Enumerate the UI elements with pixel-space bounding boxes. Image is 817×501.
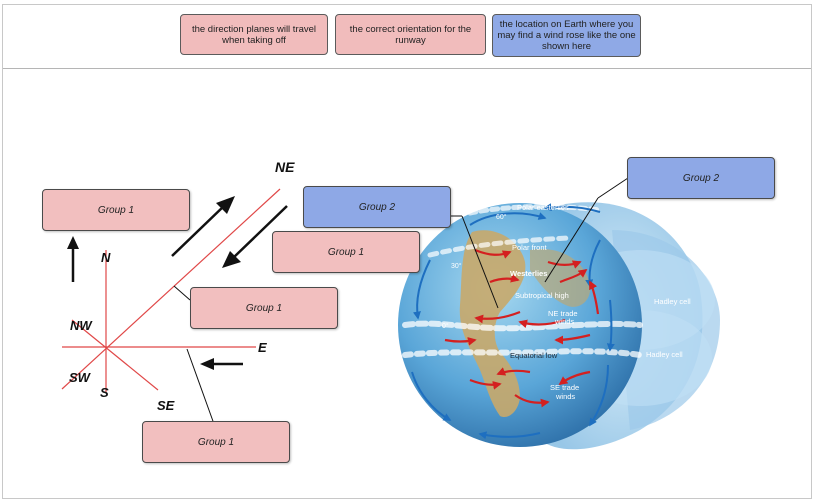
label-nw: NW	[70, 318, 93, 333]
label-n: N	[101, 250, 111, 265]
label-equatorial-low: Equatorial low	[510, 351, 558, 360]
dropzone-5[interactable]: Group 1	[142, 421, 290, 463]
label-se: SE	[157, 398, 175, 413]
label-ne: NE	[275, 159, 295, 175]
label-lat-0: 0°	[442, 322, 449, 330]
answer-bank: the direction planes will travel when ta…	[3, 5, 811, 69]
label-hadley-cell-1: Hadley cell	[654, 297, 691, 306]
globe-diagram: Polar easterlies 60° Polar front 30° Wes…	[398, 177, 720, 450]
label-westerlies: Westerlies	[510, 269, 547, 278]
nw-se-axis	[71, 319, 159, 391]
dropzone-4[interactable]: Group 1	[190, 287, 338, 329]
arrow-up-right	[171, 204, 226, 257]
dropzone-label: Group 2	[358, 201, 396, 213]
leader-lines	[173, 285, 215, 425]
label-s: S	[100, 385, 109, 400]
label-polar-easterlies: Polar easterlies	[517, 203, 569, 212]
label-e: E	[258, 340, 267, 355]
arrow-down-left	[231, 205, 288, 260]
wind-arrows	[67, 196, 288, 370]
label-se-winds: winds	[555, 392, 575, 401]
label-subtropical-high: Subtropical high	[515, 291, 569, 300]
label-se-trade: SE trade	[550, 383, 579, 392]
label-hadley-cell-2: Hadley cell	[646, 350, 683, 359]
ne-sw-axis	[61, 188, 281, 390]
wind-rose: NE N NW E SW S SE	[61, 159, 295, 425]
tile-label: the direction planes will travel when ta…	[191, 23, 317, 46]
tile-label: the correct orientation for the runway	[349, 23, 472, 46]
tile-runway-orientation[interactable]: the correct orientation for the runway	[335, 14, 486, 55]
globe-leader-lines	[450, 177, 629, 309]
dropzone-label: Group 1	[197, 436, 235, 448]
dropzone-1[interactable]: Group 1	[42, 189, 190, 231]
dropzone-label: Group 1	[245, 302, 283, 314]
dropzone-6[interactable]: Group 2	[627, 157, 775, 199]
label-sw: SW	[69, 370, 92, 385]
dropzone-3[interactable]: Group 1	[272, 231, 420, 273]
dropzone-label: Group 1	[327, 246, 365, 258]
dropzone-label: Group 2	[682, 172, 720, 184]
label-polar-front: Polar front	[512, 243, 548, 252]
dropzone-2[interactable]: Group 2	[303, 186, 451, 228]
label-lat-30: 30°	[451, 262, 462, 270]
tile-label: the location on Earth where you may find…	[497, 19, 636, 52]
label-lat-60: 60°	[496, 213, 507, 221]
dropzone-label: Group 1	[97, 204, 135, 216]
tile-takeoff-direction[interactable]: the direction planes will travel when ta…	[180, 14, 328, 55]
label-ne-winds: winds	[554, 317, 574, 326]
tile-earth-location[interactable]: the location on Earth where you may find…	[492, 14, 641, 57]
label-ne-trade: NE trade	[548, 309, 578, 318]
